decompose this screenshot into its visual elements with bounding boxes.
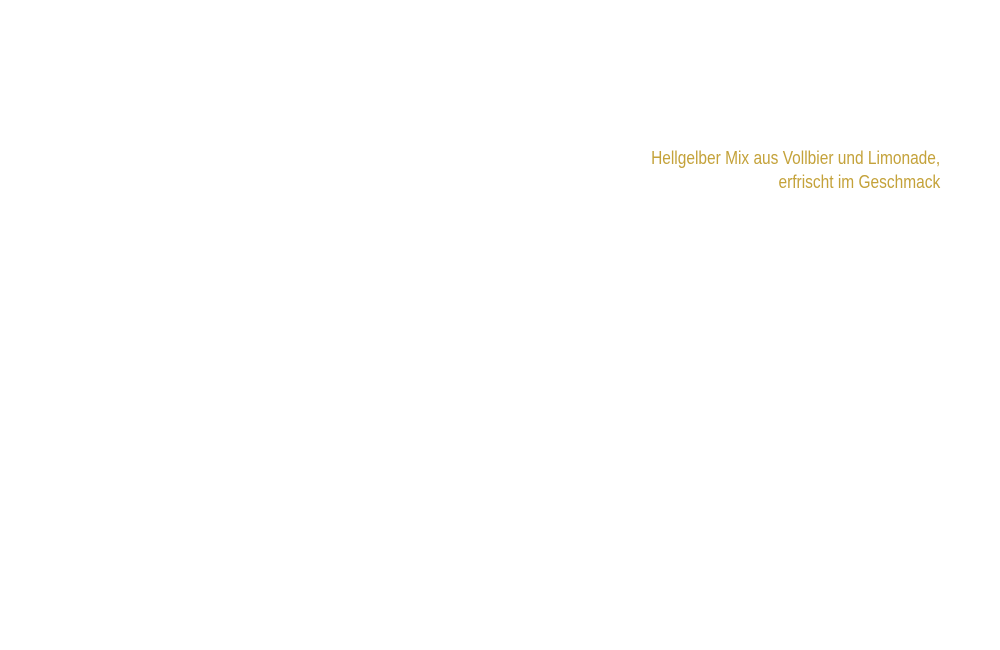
tagline-line-1: Hellgelber Mix aus Vollbier und Limonade…: [650, 148, 940, 168]
tagline-line-2: erfrischt im Geschmack: [778, 172, 940, 192]
product-tagline: Hellgelber Mix aus Vollbier und Limonade…: [651, 146, 940, 194]
